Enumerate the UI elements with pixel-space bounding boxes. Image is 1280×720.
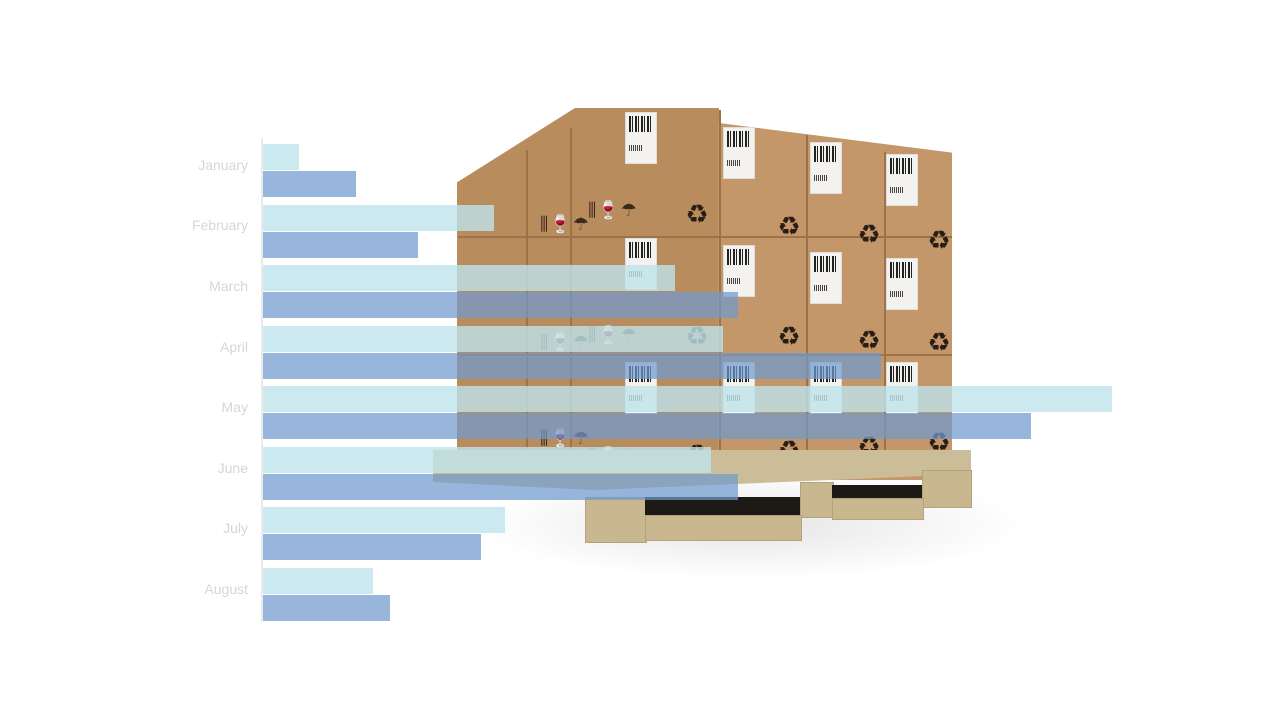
bar-june-series-1: [263, 447, 711, 473]
category-label-august: August: [204, 581, 248, 597]
box-seam: [458, 236, 952, 238]
fragile-handling-icon: ⫼🍷☂: [540, 214, 590, 234]
barcode-label: [886, 154, 918, 206]
recycle-icon: ♻: [777, 211, 801, 241]
recycle-icon: ♻: [685, 199, 709, 229]
pallet-board: [645, 515, 802, 541]
category-label-july: July: [223, 520, 248, 536]
bar-february-series-1: [263, 205, 494, 231]
bar-may-series-2: [263, 413, 1031, 439]
recycle-icon: ♻: [777, 321, 801, 351]
fragile-handling-icon: ⫼🍷☂: [588, 200, 638, 220]
pallet-block: [922, 470, 972, 508]
bar-august-series-1: [263, 568, 373, 594]
bar-july-series-2: [263, 534, 481, 560]
bar-june-series-2: [263, 474, 738, 500]
bar-august-series-2: [263, 595, 390, 621]
bar-january-series-1: [263, 144, 299, 170]
pallet-board: [832, 498, 924, 520]
category-label-february: February: [191, 217, 248, 233]
category-label-january: January: [198, 157, 248, 173]
bar-february-series-2: [263, 232, 418, 258]
category-label-march: March: [209, 278, 248, 294]
bar-march-series-1: [263, 265, 675, 291]
category-label-june: June: [217, 460, 248, 476]
barcode-label: [810, 142, 842, 194]
pallet-gap: [832, 485, 922, 498]
category-label-may: May: [221, 399, 248, 415]
category-label-april: April: [219, 339, 248, 355]
recycle-icon: ♻: [857, 219, 881, 249]
barcode-label: [886, 258, 918, 310]
box-seam: [806, 135, 808, 470]
bar-july-series-1: [263, 507, 505, 533]
bar-may-series-1: [263, 386, 1112, 412]
bar-april-series-2: [263, 353, 881, 379]
bar-april-series-1: [263, 326, 723, 352]
barcode-label: [625, 112, 657, 164]
bar-january-series-2: [263, 171, 356, 197]
barcode-label: [723, 245, 755, 297]
x-axis: [262, 630, 1057, 638]
barcode-label: [810, 252, 842, 304]
barcode-label: [723, 127, 755, 179]
recycle-icon: ♻: [927, 327, 951, 357]
recycle-icon: ♻: [927, 225, 951, 255]
box-seam: [884, 152, 886, 470]
box-seam: [719, 110, 721, 470]
bar-march-series-2: [263, 292, 738, 318]
y-axis-line: [261, 138, 263, 622]
recycle-icon: ♻: [857, 325, 881, 355]
pallet-gap: [645, 497, 800, 515]
